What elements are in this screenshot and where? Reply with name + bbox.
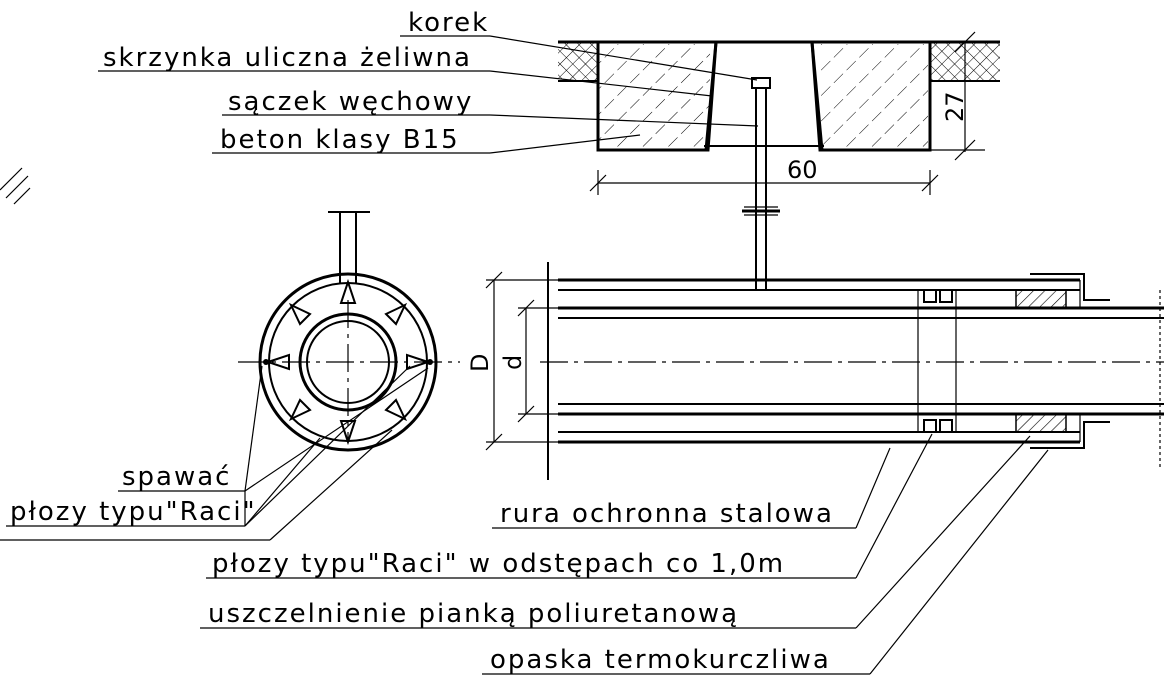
dimension-60: 60 (589, 156, 939, 195)
label-skrzynka: skrzynka uliczna żeliwna (103, 43, 472, 73)
label-plozy-left: płozy typu"Raci" (10, 497, 257, 527)
longitudinal-labels: rura ochronna stalowa płozy typu"Raci" w… (200, 433, 1049, 675)
label-saczek: sączek węchowy (228, 87, 473, 117)
pipe-longitudinal-section (540, 262, 1164, 480)
edge-hatch-fragment (0, 167, 31, 205)
label-plozy-right: płozy typu"Raci" w odstępach co 1,0m (212, 549, 785, 579)
dim-60-label: 60 (787, 156, 818, 184)
diameter-dimensions: D d (466, 271, 558, 451)
top-labels: korek skrzynka uliczna żeliwna sączek wę… (98, 8, 759, 155)
label-rura: rura ochronna stalowa (500, 499, 834, 529)
street-box-section (558, 40, 1000, 290)
label-opaska: opaska termokurczliwa (490, 645, 831, 675)
dim-d-label: d (499, 355, 527, 370)
label-uszczelnienie: uszczelnienie pianką poliuretanową (208, 599, 739, 629)
dim-27-label: 27 (941, 91, 969, 122)
label-beton: beton klasy B15 (220, 125, 460, 155)
dim-D-label: D (466, 354, 494, 372)
cross-section-labels: spawać płozy typu"Raci" (0, 365, 429, 541)
label-korek: korek (408, 8, 489, 38)
label-spawac: spawać (122, 462, 231, 492)
pipe-cross-section (238, 211, 460, 452)
dimension-27: 27 (930, 31, 985, 161)
